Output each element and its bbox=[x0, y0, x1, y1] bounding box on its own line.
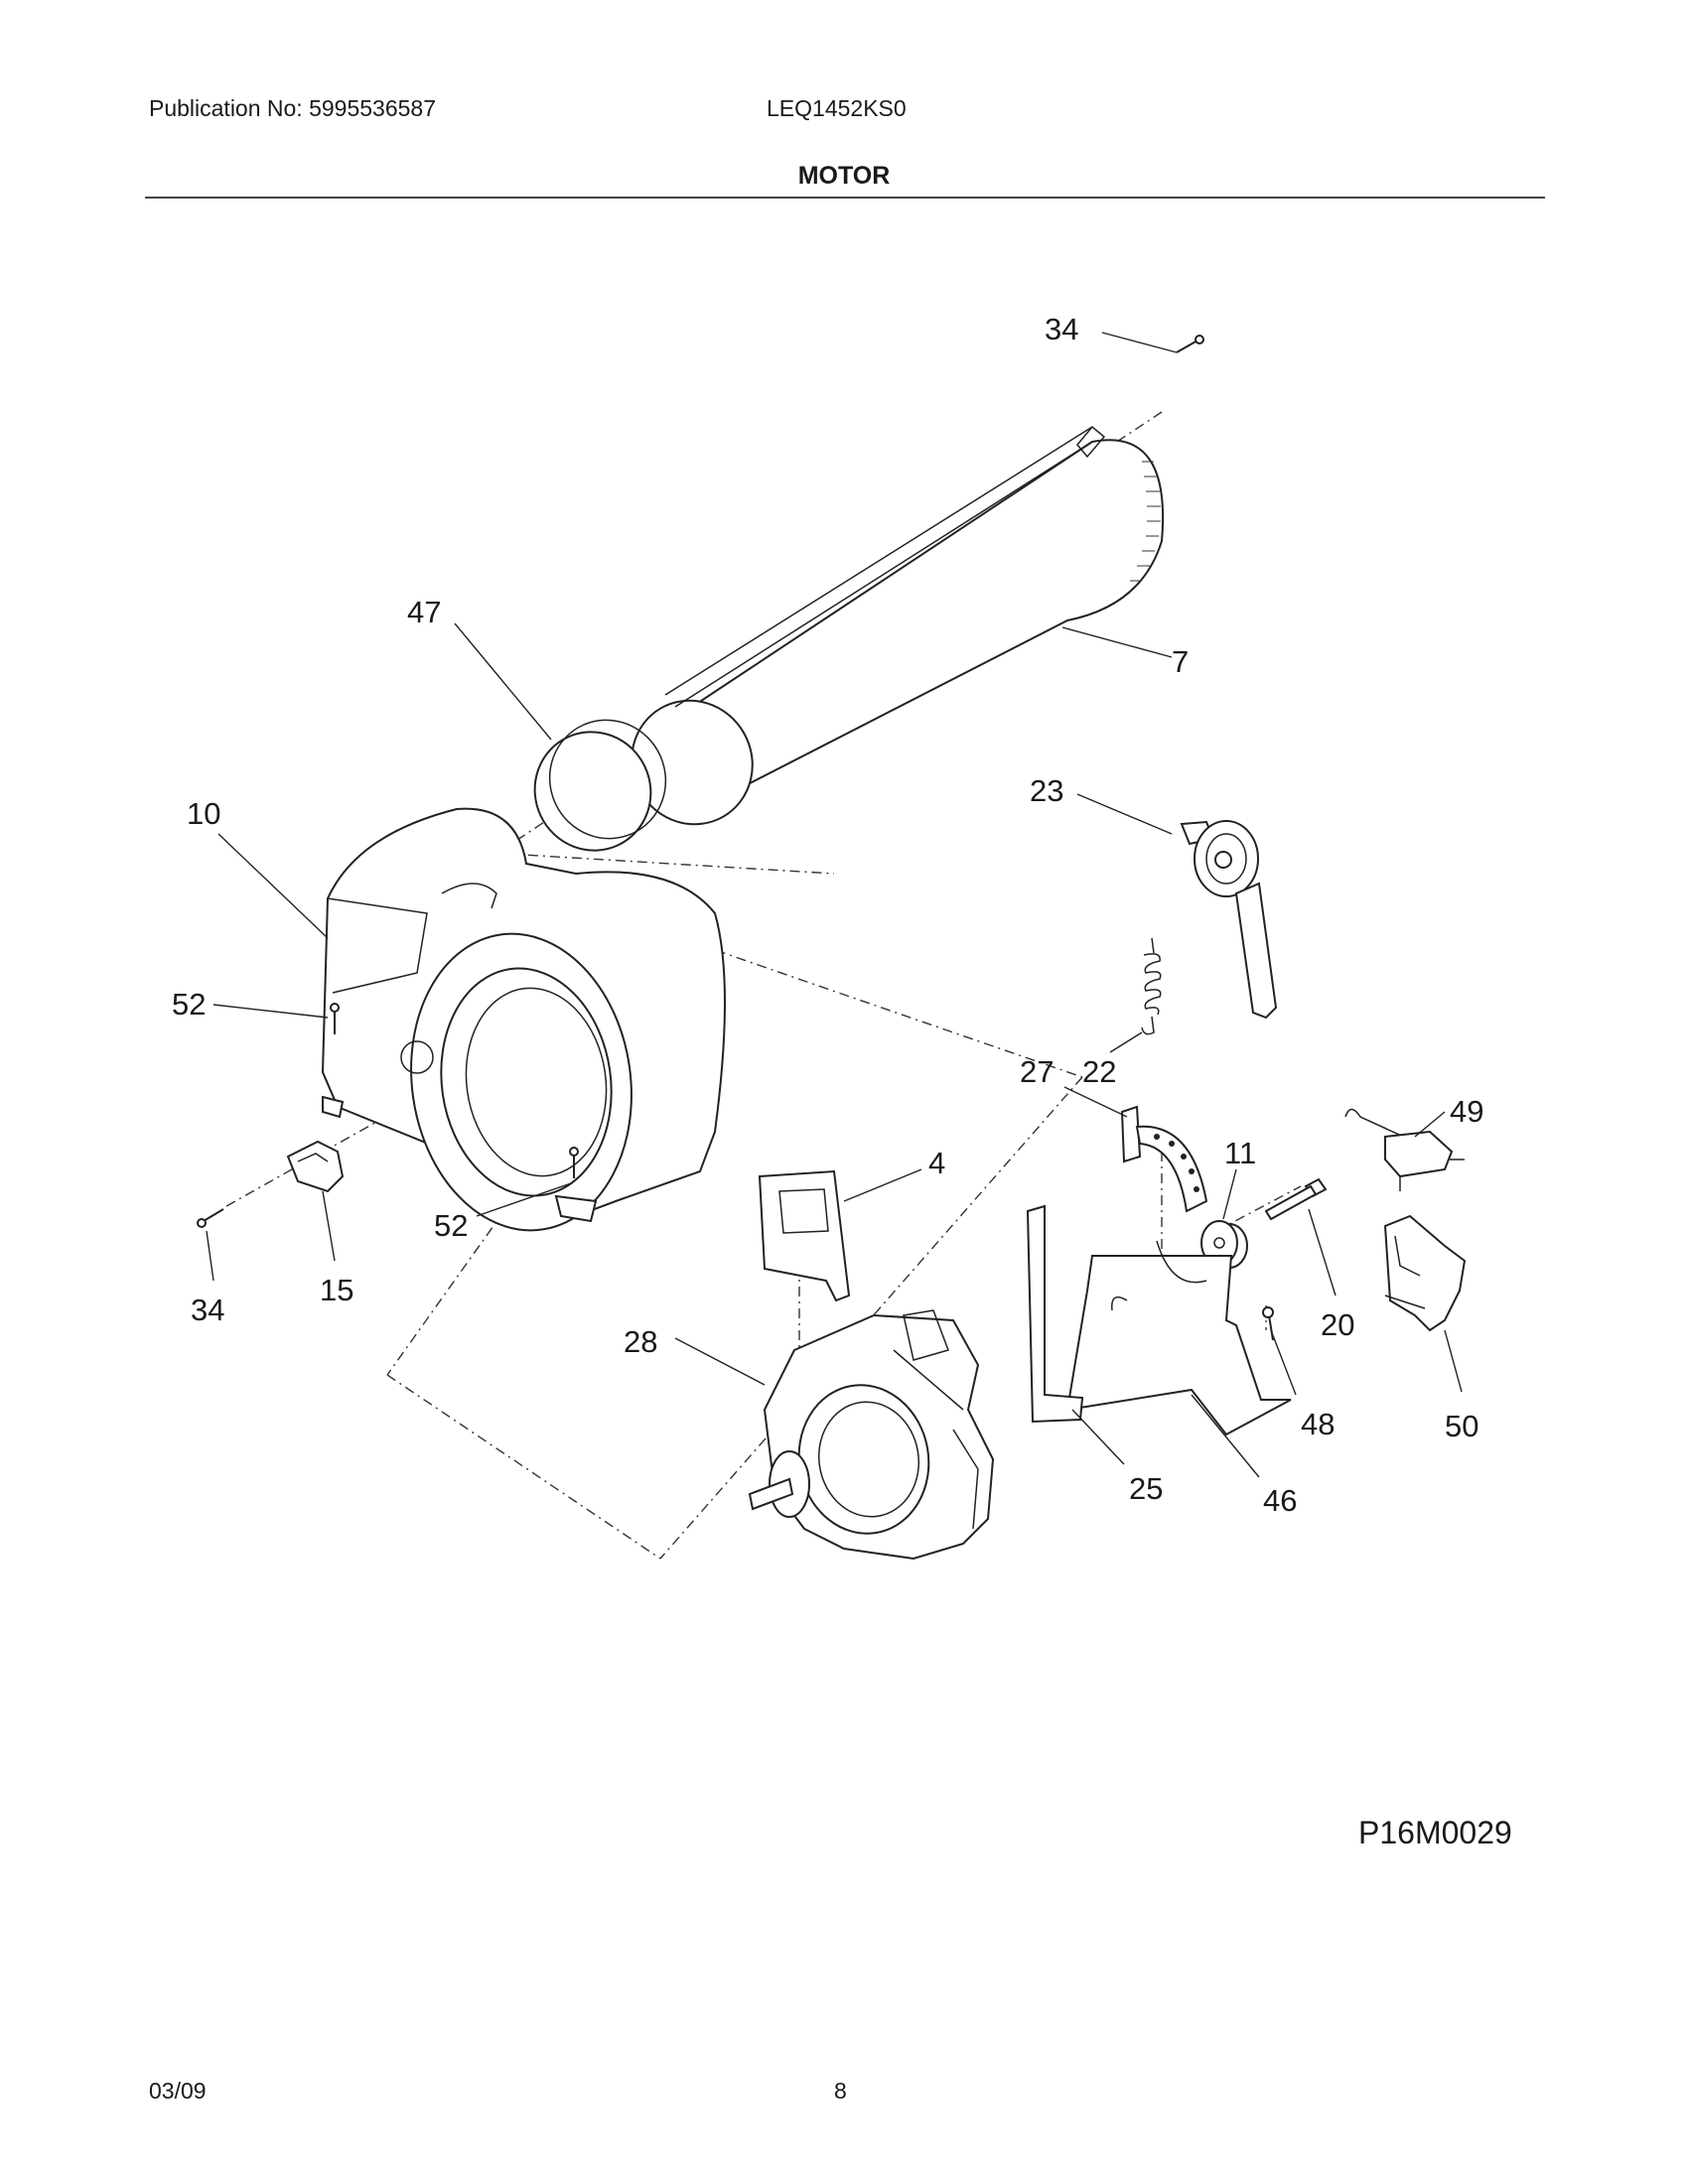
callout-25: 25 bbox=[1129, 1471, 1163, 1506]
callout-34-left: 34 bbox=[191, 1293, 224, 1327]
callout-15: 15 bbox=[320, 1273, 353, 1307]
callout-22: 22 bbox=[1082, 1054, 1116, 1089]
callout-50: 50 bbox=[1445, 1409, 1478, 1443]
leader-lines bbox=[206, 332, 1463, 1478]
callout-28: 28 bbox=[624, 1324, 657, 1359]
belt-strap bbox=[1026, 1204, 1084, 1424]
bracket-screw bbox=[1262, 1306, 1274, 1341]
housing-screws bbox=[330, 1003, 579, 1178]
duct-seal-ring bbox=[533, 719, 667, 852]
microswitch bbox=[1344, 1108, 1465, 1191]
callout-52-left: 52 bbox=[172, 987, 206, 1022]
footer-date: 03/09 bbox=[149, 2078, 207, 2104]
screw-left bbox=[197, 1208, 224, 1228]
callout-20: 20 bbox=[1321, 1307, 1354, 1342]
drive-motor bbox=[748, 1309, 995, 1561]
motor-mount-bracket bbox=[1065, 1240, 1292, 1436]
idler-pulley bbox=[1180, 820, 1278, 1020]
callout-27: 27 bbox=[1020, 1054, 1054, 1089]
callout-23: 23 bbox=[1030, 773, 1063, 808]
callout-10: 10 bbox=[187, 796, 220, 831]
callout-7: 7 bbox=[1172, 644, 1189, 679]
section-title: MOTOR bbox=[797, 162, 891, 190]
callout-46: 46 bbox=[1263, 1483, 1297, 1518]
callout-48: 48 bbox=[1301, 1407, 1335, 1441]
callout-4: 4 bbox=[928, 1146, 945, 1180]
callout-47: 47 bbox=[407, 595, 441, 629]
callout-labels: 34 7 47 10 23 52 22 27 49 11 4 52 34 15 … bbox=[172, 312, 1483, 1518]
callout-34-top: 34 bbox=[1045, 312, 1078, 346]
blower-housing bbox=[321, 807, 726, 1232]
header-rule bbox=[145, 197, 1545, 199]
sensor-15 bbox=[286, 1140, 345, 1193]
model-number: LEQ1452KS0 bbox=[767, 95, 907, 121]
exhaust-duct bbox=[631, 425, 1165, 826]
bolt bbox=[1264, 1177, 1328, 1221]
switch-holder bbox=[1383, 1214, 1467, 1332]
switch-bracket bbox=[1120, 1105, 1208, 1213]
figure-code: P16M0029 bbox=[1358, 1815, 1512, 1850]
callout-49: 49 bbox=[1450, 1094, 1483, 1129]
publication-number: Publication No: 5995536587 bbox=[149, 95, 437, 121]
callout-52-center: 52 bbox=[434, 1208, 468, 1243]
shield-plate bbox=[758, 1169, 851, 1302]
callout-11: 11 bbox=[1224, 1136, 1256, 1170]
screw-top bbox=[1176, 335, 1204, 353]
page-number: 8 bbox=[834, 2078, 847, 2104]
idler-spring bbox=[1141, 937, 1162, 1035]
